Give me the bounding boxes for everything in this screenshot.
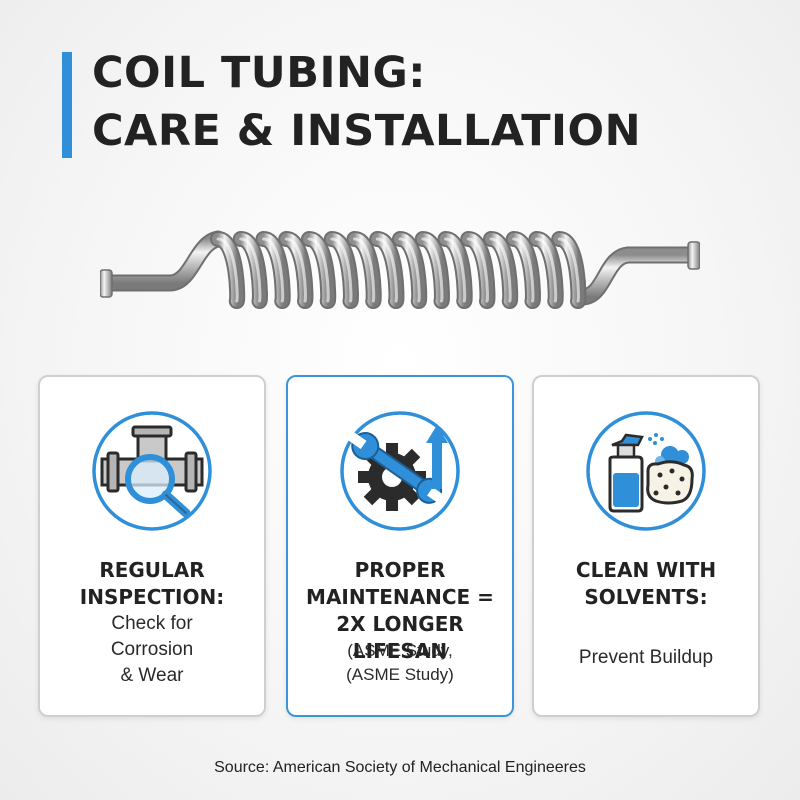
card-body-line: Check for — [111, 613, 193, 634]
card-clean-with-solvents: CLEAN WITH SOLVENTS: Prevent Buildup — [532, 375, 760, 717]
card-heading-line: SOLVENTS: — [584, 585, 708, 609]
card-body-line: Prevent Buildup — [578, 647, 714, 668]
page-title-line-2: CARE & INSTALLATION — [92, 106, 642, 156]
card-body-line: & Wear — [120, 665, 184, 686]
spray-sponge-icon — [586, 411, 706, 531]
card-heading-line: 2X LONGER LIFESAN — [336, 612, 464, 663]
card-heading-line: INSPECTION: — [79, 585, 225, 609]
accent-bar — [62, 52, 72, 158]
card-heading-line: PROPER — [354, 558, 446, 582]
source-note: Source: American Society of Mechanical E… — [214, 759, 586, 776]
magnifier-pipe-icon — [92, 411, 212, 531]
page-title-line-1: COIL TUBING: — [92, 48, 426, 98]
card-proper-maintenance: PROPER MAINTENANCE = 2X LONGER LIFESAN (… — [286, 375, 514, 717]
card-heading-line: CLEAN WITH — [575, 558, 717, 582]
coil-tubing-illustration — [100, 230, 700, 310]
card-regular-inspection: REGULAR INSPECTION: Check for Corrosion … — [38, 375, 266, 717]
card-body-line: (ASME Study) — [346, 665, 454, 684]
card-heading-line: MAINTENANCE = — [306, 585, 494, 609]
wrench-gear-arrow-icon — [340, 411, 460, 531]
card-heading-line: REGULAR — [99, 558, 205, 582]
card-body-line: Corrosion — [110, 639, 194, 660]
card-body-line: (ASME Study, — [347, 641, 453, 660]
